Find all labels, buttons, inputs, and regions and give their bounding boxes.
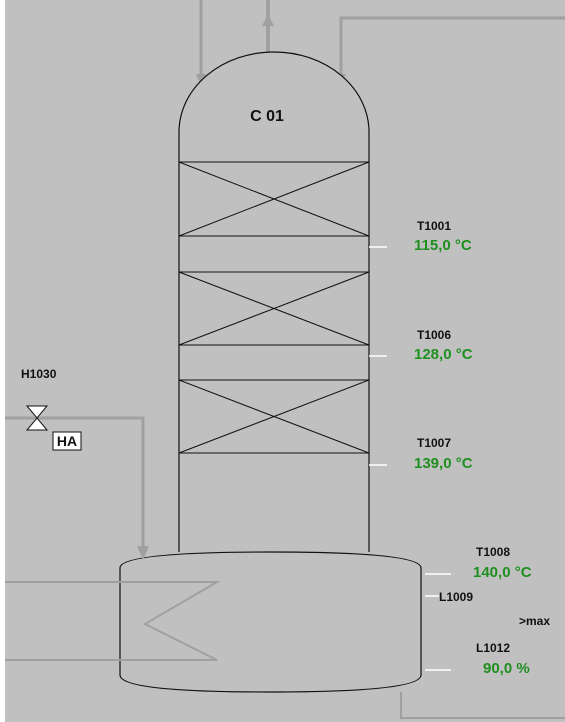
t1007-tag: T1007	[417, 436, 451, 450]
packing-bed-2[interactable]	[178, 271, 370, 346]
column-label: C 01	[250, 108, 284, 125]
valve-icon	[25, 405, 49, 419]
l1012-value[interactable]: 90,0 %	[483, 660, 530, 677]
top-pipes	[199, 0, 565, 76]
feed-pipe[interactable]	[5, 416, 145, 548]
packing-bed-1[interactable]	[178, 161, 370, 237]
arrow-up-icon	[262, 14, 274, 26]
column-body[interactable]	[178, 162, 370, 552]
valve-mode-box[interactable]	[52, 431, 82, 451]
t1008-tag: T1008	[476, 545, 510, 559]
valve-tag-label: H1030	[21, 367, 57, 381]
t1006-tag: T1006	[417, 328, 451, 342]
arrow-down-icon	[137, 546, 149, 560]
process-panel: HA H1030 C 01 T1001 115,0 °C T1006 128,0…	[5, 0, 565, 722]
t1008-value[interactable]: 140,0 °C	[473, 564, 532, 581]
packing-bed-3[interactable]	[178, 379, 370, 454]
t1001-tag: T1001	[417, 219, 451, 233]
process-diagram: HA H1030 C 01 T1001 115,0 °C T1006 128,0…	[5, 0, 565, 722]
l1009-status[interactable]: >max	[519, 614, 550, 628]
t1007-value[interactable]: 139,0 °C	[414, 455, 473, 472]
l1012-tag: L1012	[476, 641, 510, 655]
column-dome[interactable]	[178, 51, 370, 162]
t1001-value[interactable]: 115,0 °C	[414, 237, 472, 254]
valve-h1030[interactable]	[25, 405, 49, 431]
heating-coil	[5, 581, 221, 661]
valve-icon	[25, 417, 49, 431]
bottom-outlet-pipe[interactable]	[400, 692, 565, 719]
sump-vessel[interactable]	[119, 551, 422, 693]
sensor-ticks	[369, 246, 451, 671]
valve-mode-label: HA	[57, 433, 77, 449]
l1009-tag: L1009	[439, 590, 473, 604]
t1006-value[interactable]: 128,0 °C	[414, 346, 473, 363]
reflux-inlet-pipe-right[interactable]	[339, 16, 565, 76]
